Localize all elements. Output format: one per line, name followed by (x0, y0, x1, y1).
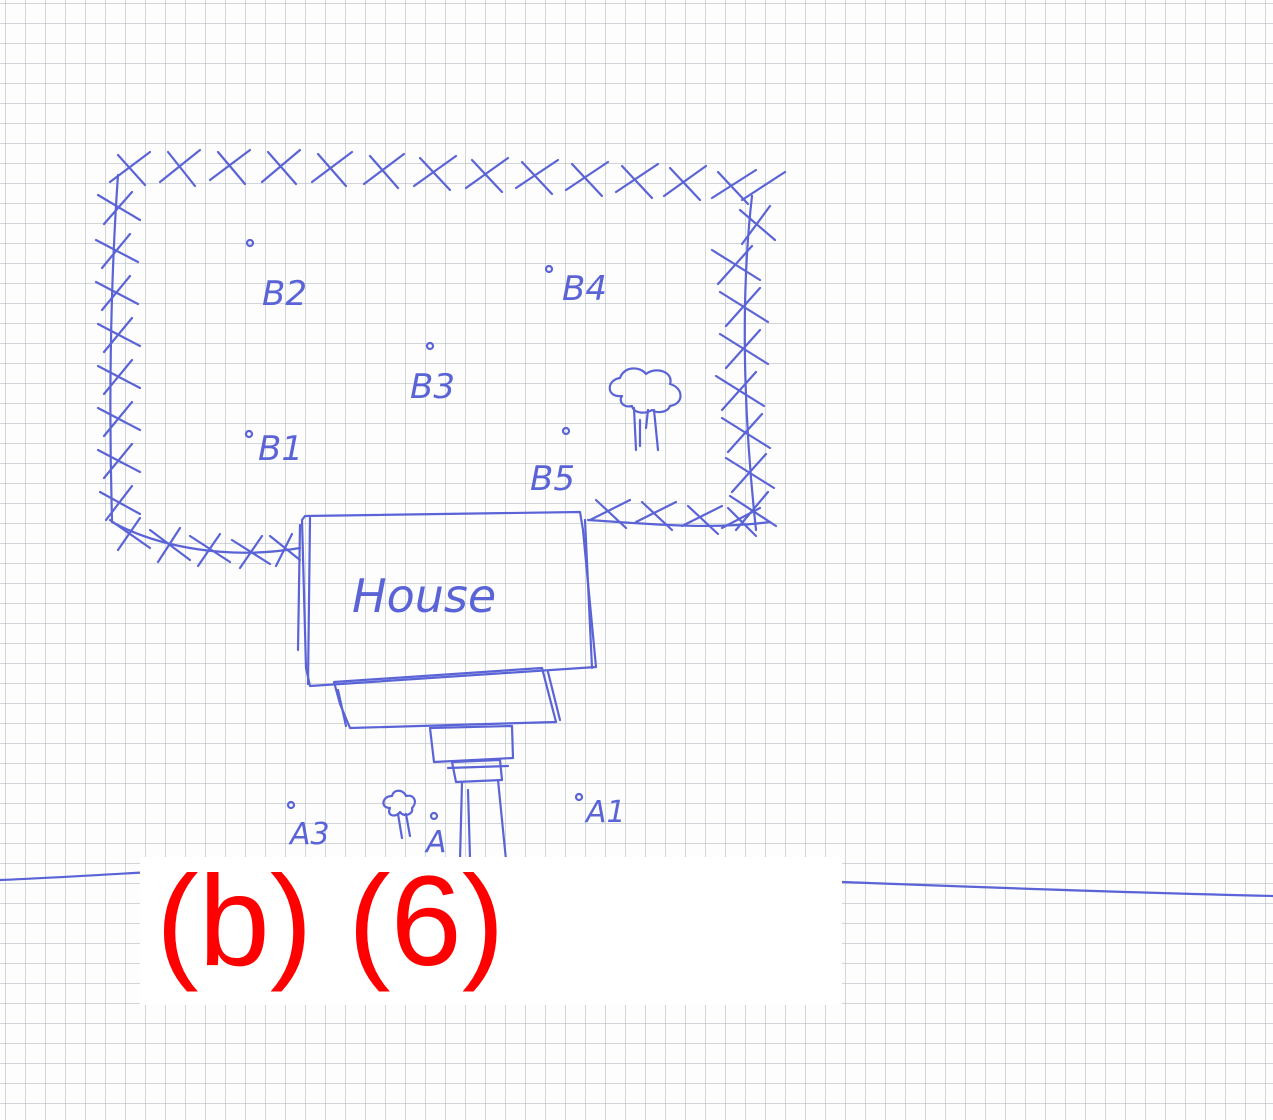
boundary-line-left (0, 872, 150, 880)
fence-bottom-left (110, 518, 300, 568)
label-b2: B2 (262, 274, 307, 314)
label-b5: B5 (530, 459, 575, 499)
fence (96, 150, 785, 568)
point-markers (246, 240, 582, 819)
label-b3: B3 (410, 367, 455, 407)
label-b1: B1 (258, 429, 303, 469)
label-b4: B4 (562, 269, 607, 309)
boundary-line-right (842, 882, 1273, 896)
tree-icon-small (383, 791, 414, 838)
redaction-caption: (b) (6) (156, 842, 504, 1002)
step-outline (452, 760, 502, 782)
label-a1: A1 (584, 795, 626, 830)
fence-top (110, 150, 785, 204)
tree-icon (610, 368, 681, 450)
porch-outline (430, 726, 513, 762)
house-structure (298, 512, 596, 860)
fence-left (96, 175, 140, 520)
label-house: House (352, 569, 496, 623)
fence-right (712, 196, 776, 530)
